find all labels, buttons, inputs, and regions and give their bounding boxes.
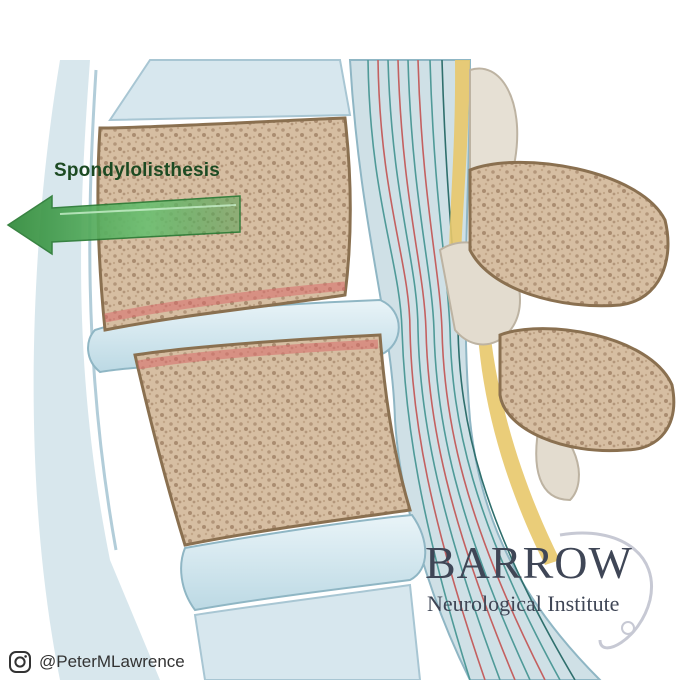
displacement-arrow [6,194,241,256]
lower-vertebra-top [193,583,422,680]
barrow-subtitle: Neurological Institute [427,591,620,616]
inflamed-endplate-upper [104,281,346,323]
spondylolisthesis-label: Spondylolisthesis [54,160,220,181]
spinous-process-lower [498,327,676,453]
epidural-fat [449,60,470,300]
credit-handle[interactable]: @PeterMLawrence [39,652,185,671]
instagram-icon [9,651,31,673]
barrow-logo-mark [559,531,653,650]
photo-credit: @PeterMLawrence [8,650,185,674]
barrow-logo-text: BARROW [425,537,633,588]
upper-vertebra-top [108,59,352,122]
inflamed-endplate-lower [137,339,379,370]
lower-vertebral-body [133,333,412,547]
spinous-process-upper [468,160,670,308]
lower-disc [180,513,427,612]
